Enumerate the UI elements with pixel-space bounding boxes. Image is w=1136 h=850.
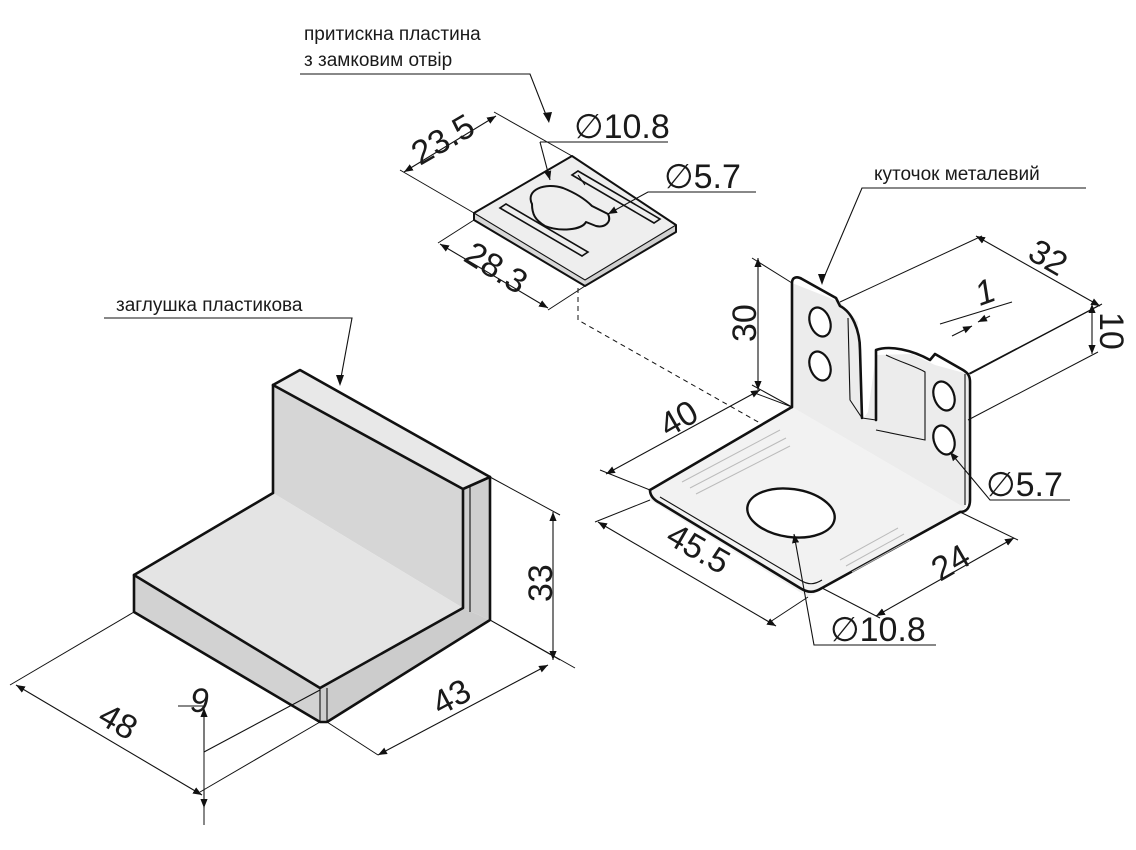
- bracket-wall-holes-dim: ∅5.7: [986, 466, 1063, 504]
- bracket-wall-hole: [932, 424, 956, 456]
- plug-wall-right: [463, 477, 490, 620]
- bracket-base-width-dim: 24: [925, 537, 977, 589]
- plate-label-group: притискна пластина з замковим отвір: [300, 24, 552, 123]
- plug-base-top: [134, 493, 463, 688]
- bracket-hole-offset-dim: 10: [1092, 312, 1130, 350]
- plastic-plug: [132, 368, 492, 724]
- bracket-width-dim: 32: [1022, 232, 1074, 284]
- bracket-wall-hole: [932, 380, 956, 412]
- bracket-height-dim: 30: [726, 304, 764, 342]
- plug-wall-side: [273, 385, 463, 608]
- plate-top: [474, 156, 676, 280]
- bracket-label: куточок металевий: [874, 164, 1040, 185]
- bracket-wall-hole: [808, 350, 832, 382]
- bracket-base-hole-dim: ∅10.8: [830, 611, 926, 649]
- plug-thickness-dim: 9: [190, 682, 209, 720]
- plug-height-dim: 33: [522, 564, 560, 602]
- plug-length-dim: 48: [92, 696, 144, 748]
- plate-hole-large-dim: ∅10.8: [574, 108, 670, 146]
- pressure-plate: [473, 155, 677, 287]
- plate-label-line1: притискна пластина: [304, 24, 481, 45]
- bracket-wall-hole: [808, 306, 832, 338]
- plate-width-dim: 23.5: [405, 107, 481, 173]
- bracket-label-group: куточок металевий: [818, 164, 1086, 285]
- plug-wall-face: [273, 370, 490, 489]
- bracket-slot-dim: 1: [970, 271, 1001, 313]
- bracket-wall: [792, 283, 968, 508]
- plate-right-lip: [585, 225, 676, 286]
- plate-label-line2: з замковим отвір: [304, 50, 452, 71]
- plug-label: заглушка пластикова: [116, 295, 303, 316]
- plug-width-dim: 43: [426, 672, 477, 723]
- plate-hole-small-dim: ∅5.7: [664, 158, 741, 196]
- bracket-depth-dim: 40: [653, 393, 705, 445]
- plug-label-group: заглушка пластикова: [104, 295, 353, 386]
- plug-base-front: [134, 575, 320, 722]
